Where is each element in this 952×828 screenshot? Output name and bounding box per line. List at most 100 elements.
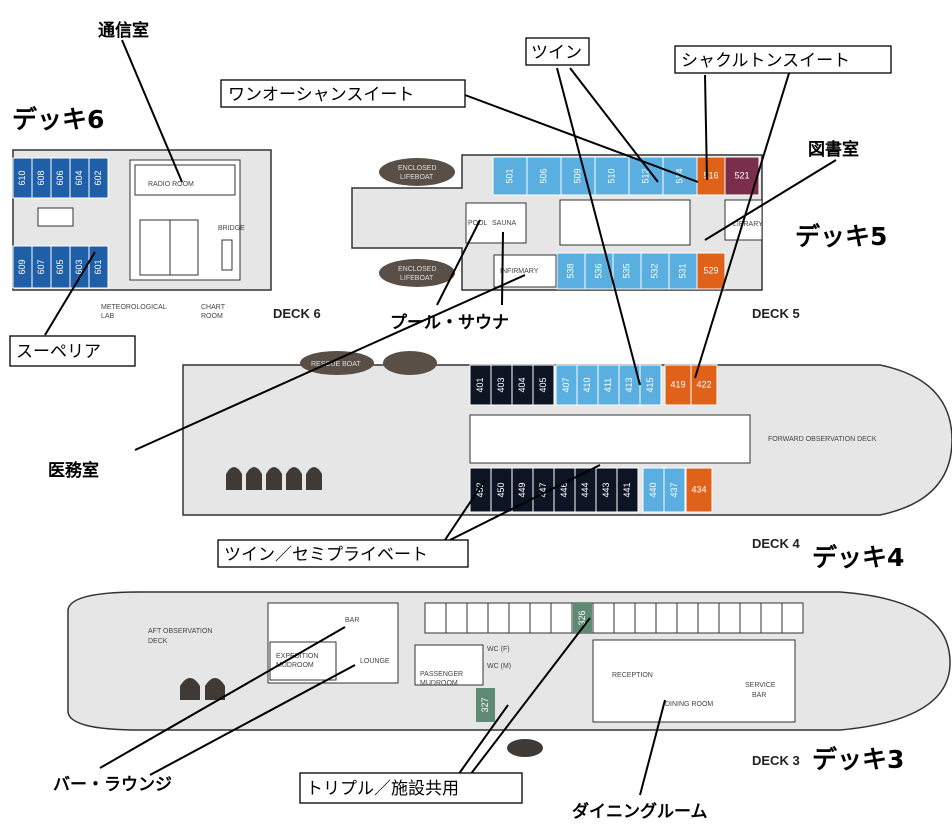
dining-room-label: DINING ROOM — [665, 701, 713, 708]
cabin-number: 444 — [580, 482, 590, 497]
lifeboat-bottom-label-1: ENCLOSED — [398, 266, 437, 273]
aft-obs-label-1: AFT OBSERVATION — [148, 628, 212, 635]
cabin-number: 604 — [74, 170, 84, 185]
deck3-cabin-outline — [508, 602, 531, 634]
deck6-title: デッキ6 — [12, 105, 104, 134]
cabin-number: 532 — [649, 263, 659, 278]
cabin-number: 516 — [703, 170, 718, 180]
pool-sauna-box — [465, 202, 527, 244]
exp-mudroom-box — [269, 641, 337, 681]
callout-twin-box — [525, 37, 590, 66]
cabin-422 — [690, 364, 718, 406]
lifeboat-top-label-2: LIFEBOAT — [400, 174, 434, 181]
rescue-boat — [300, 351, 374, 375]
callout-twin-semi: ツイン／セミプライベート — [224, 545, 428, 565]
deck3-label: DECK 3 — [752, 753, 800, 768]
met-lab-label-1: METEOROLOGICAL — [101, 304, 167, 311]
deck5-title: デッキ5 — [795, 222, 887, 251]
cabin-number: 452 — [475, 482, 485, 497]
cabin-number: 404 — [517, 377, 527, 392]
chart-room-label-1: CHART — [201, 304, 226, 311]
callout-superior: スーペリア — [16, 342, 101, 362]
deck3-cabin-outline — [655, 602, 678, 634]
library-label: LIBRARY — [733, 221, 763, 228]
cabin-601 — [88, 245, 109, 289]
cabin-number: 434 — [691, 484, 706, 494]
cabin-326 — [573, 603, 592, 633]
cabin-number: 326 — [577, 610, 587, 625]
cabin-number: 411 — [603, 378, 613, 392]
reception-label: RECEPTION — [612, 672, 653, 679]
cabin-531 — [668, 252, 698, 290]
deck3-tender — [507, 739, 543, 757]
cabin-number: 441 — [622, 482, 632, 497]
cabin-number: 521 — [734, 170, 749, 180]
cabin-number: 449 — [517, 482, 527, 497]
callout-infirmary: 医務室 — [48, 460, 99, 481]
chart-room-label-2: ROOM — [201, 313, 223, 320]
cabin-number: 529 — [703, 265, 718, 275]
cabin-number: 606 — [55, 170, 65, 185]
lounge-label: LOUNGE — [360, 658, 390, 665]
deck3-title: デッキ3 — [812, 745, 904, 774]
deck3-cabin-outline — [676, 602, 699, 634]
deck3-cabin-outline — [634, 602, 657, 634]
callout-radio-room: 通信室 — [98, 20, 149, 41]
deck4-core — [469, 414, 751, 464]
pass-mudroom-label-2: MUDROOM — [420, 680, 458, 687]
callout-one-ocean: ワンオーシャンスイート — [228, 85, 414, 105]
leader-lines — [44, 39, 837, 796]
cabin-number: 446 — [559, 482, 569, 497]
cabin-number: 607 — [36, 259, 46, 274]
chart-room-box — [169, 219, 199, 276]
stair-box — [221, 239, 233, 271]
cabin-number: 440 — [648, 482, 658, 497]
cabin-number: 415 — [645, 377, 655, 392]
exp-mudroom-label-1: EXPEDITION — [276, 653, 318, 660]
deck3-cabin-outline — [613, 602, 636, 634]
lifeboat-top-label-1: ENCLOSED — [398, 165, 437, 172]
cabin-number: 608 — [36, 170, 46, 185]
cabin-327 — [476, 688, 495, 722]
cabin-532 — [640, 252, 670, 290]
cabin-510 — [594, 156, 630, 196]
service-bar-label-1: SERVICE — [745, 682, 776, 689]
bridge-label: BRIDGE — [218, 225, 245, 232]
deck3-zodiac-2 — [205, 678, 225, 700]
deck3-cabin-outline — [445, 602, 468, 634]
cabin-602 — [88, 157, 109, 199]
cabin-437 — [663, 467, 686, 513]
radio-room-box — [134, 164, 236, 196]
deck3-cabin-outline — [739, 602, 762, 634]
deck6-corridor — [37, 207, 74, 227]
cabin-number: 512 — [640, 168, 650, 183]
met-lab-label-2: LAB — [101, 313, 115, 320]
radio-room-label: RADIO ROOM — [148, 181, 194, 188]
cabin-506 — [526, 156, 562, 196]
cabin-529 — [696, 252, 726, 290]
callout-shackleton-box — [674, 45, 892, 74]
deck3-cabin-outline — [529, 602, 552, 634]
cabin-number: 437 — [669, 482, 679, 497]
cabin-number: 536 — [593, 263, 603, 278]
cabin-number: 405 — [538, 377, 548, 392]
callout-superior-box — [9, 335, 136, 367]
deck5-plan: ENCLOSED LIFEBOAT ENCLOSED LIFEBOAT POOL… — [351, 154, 887, 321]
deck4-label: DECK 4 — [752, 536, 800, 551]
lifeboat-bottom — [379, 259, 455, 287]
cabin-number: 605 — [55, 259, 65, 274]
deck3-cabin-outline — [760, 602, 783, 634]
cabin-number: 610 — [17, 170, 27, 185]
deck3-cabin-outline — [424, 602, 447, 634]
callout-pool-sauna: プール・サウナ — [390, 312, 509, 333]
cabin-434 — [685, 467, 713, 513]
cabin-number: 419 — [670, 379, 685, 389]
cabin-number: 422 — [696, 379, 711, 389]
cabin-405 — [532, 364, 555, 406]
deck4-tender — [383, 351, 437, 375]
cabin-441 — [616, 467, 639, 513]
sauna-label: SAUNA — [492, 220, 516, 227]
